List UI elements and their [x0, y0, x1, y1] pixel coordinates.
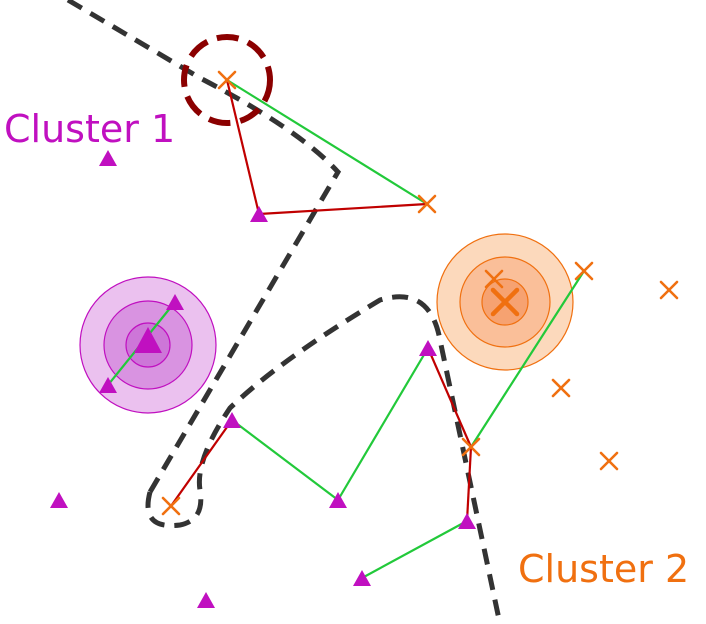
red-link [465, 446, 473, 522]
cross-point [599, 451, 619, 471]
green-link [470, 270, 585, 448]
cross-point [484, 269, 504, 289]
triangle-point [99, 377, 117, 393]
green-link [226, 79, 428, 205]
red-link [225, 79, 261, 215]
cross-point [461, 437, 481, 457]
triangle-point [223, 412, 241, 428]
triangle-point [250, 206, 268, 222]
triangle-point [166, 294, 184, 310]
cluster2-centroid-marker [490, 287, 520, 317]
cross-point [417, 194, 437, 214]
red-link [258, 202, 428, 216]
decision-boundary-lower [145, 294, 503, 624]
triangle-point [99, 150, 117, 166]
cluster1-points [50, 150, 476, 608]
triangle-point [458, 513, 476, 529]
cross-point [574, 261, 594, 281]
cluster1-label: Cluster 1 [4, 107, 175, 151]
red-link [426, 347, 473, 448]
cross-point [161, 496, 181, 516]
cluster1-centroid-marker [134, 327, 162, 353]
red-link [170, 419, 233, 507]
cross-point [551, 378, 571, 398]
green-link [231, 419, 339, 501]
cross-point [659, 280, 679, 300]
green-link [361, 520, 468, 579]
triangle-point [329, 492, 347, 508]
triangle-point [197, 592, 215, 608]
green-link [337, 347, 429, 501]
cluster2-label: Cluster 2 [518, 547, 689, 591]
cluster2-points [161, 70, 679, 516]
highlight-ring [181, 34, 273, 126]
cross-point [217, 70, 237, 90]
triangle-point [50, 492, 68, 508]
red-links [170, 79, 473, 522]
triangle-point [353, 570, 371, 586]
decision-boundary-upper [66, 0, 342, 494]
triangle-point [419, 340, 437, 356]
